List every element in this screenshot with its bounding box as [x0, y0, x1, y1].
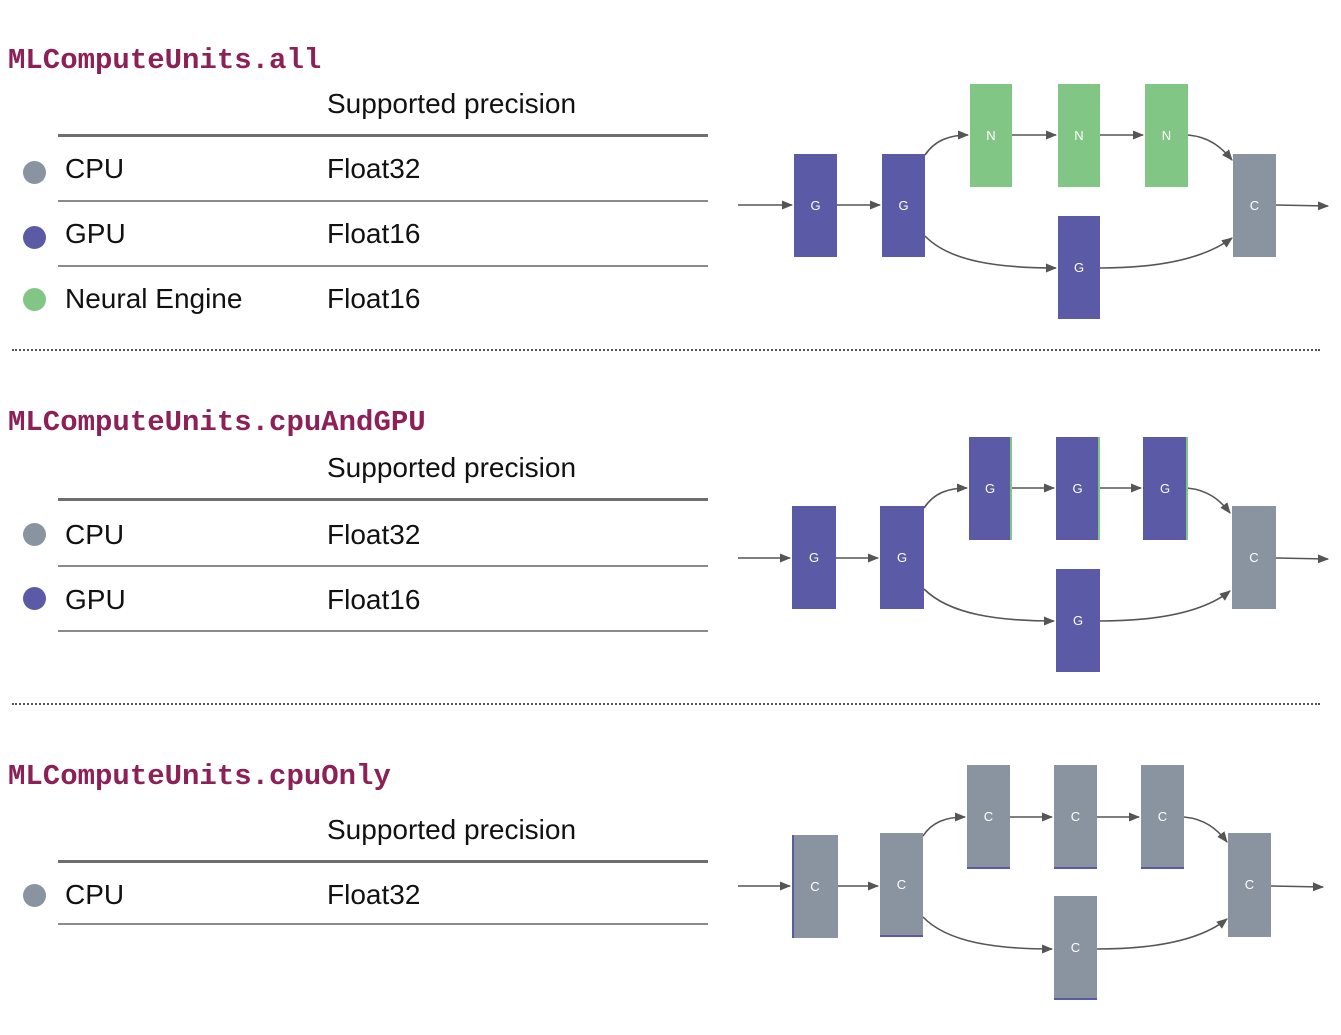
graph-node-bottom: G	[1056, 569, 1100, 672]
unit-label: CPU	[65, 879, 125, 910]
svg-text:G: G	[985, 481, 995, 496]
graph-node-top3: N	[1145, 84, 1188, 187]
unit-label: Neural Engine	[65, 283, 243, 314]
graph-node-in1: C	[792, 835, 838, 938]
cpu-dot-icon	[23, 161, 46, 184]
graph-node-top1: C	[967, 765, 1010, 869]
svg-text:C: C	[1249, 550, 1258, 565]
svg-text:C: C	[897, 877, 906, 892]
svg-text:C: C	[1245, 877, 1254, 892]
unit-label: CPU	[65, 153, 125, 184]
table-row: CPU Float32	[0, 150, 708, 190]
precision-value: Float16	[327, 218, 421, 249]
precision-header: Supported precision	[327, 88, 577, 119]
gpu-dot-icon	[23, 226, 46, 249]
precision-header: Supported precision	[327, 814, 577, 845]
svg-text:G: G	[1072, 481, 1082, 496]
svg-text:C: C	[984, 809, 993, 824]
graph-node-top1: G	[969, 437, 1012, 540]
svg-text:G: G	[810, 198, 820, 213]
graph-node-in1: G	[794, 154, 837, 257]
graph-node-top3: C	[1141, 765, 1184, 869]
svg-text:N: N	[1162, 128, 1171, 143]
row-divider	[58, 265, 708, 267]
cpu-dot-icon	[23, 884, 46, 907]
row-divider	[58, 630, 708, 632]
table-header-rule	[58, 860, 708, 863]
graph-node-top2: N	[1058, 84, 1100, 187]
table-header-rule	[58, 498, 708, 501]
table-row: CPU Float32	[0, 875, 708, 915]
graph-node-top1: N	[970, 84, 1012, 187]
table-row: GPU Float16	[0, 580, 708, 620]
section-divider	[12, 703, 1320, 705]
svg-text:G: G	[809, 550, 819, 565]
precision-value: Float32	[327, 519, 421, 550]
section-title: MLComputeUnits.all	[8, 44, 322, 77]
precision-value: Float32	[327, 153, 421, 184]
precision-value: Float16	[327, 283, 421, 314]
svg-text:C: C	[1071, 940, 1080, 955]
graph-node-in1: G	[792, 506, 836, 609]
graph-node-top2: G	[1056, 437, 1100, 540]
unit-label: CPU	[65, 519, 125, 550]
table-row: GPU Float16	[0, 215, 708, 255]
svg-text:C: C	[810, 879, 819, 894]
svg-text:C: C	[1250, 198, 1259, 213]
section-title: MLComputeUnits.cpuAndGPU	[8, 406, 426, 439]
graph-edges	[738, 483, 1330, 626]
svg-text:C: C	[1158, 809, 1167, 824]
svg-text:G: G	[1074, 260, 1084, 275]
row-divider	[58, 200, 708, 202]
svg-text:N: N	[986, 128, 995, 143]
table-row: Neural Engine Float16	[0, 280, 708, 320]
precision-header: Supported precision	[327, 452, 577, 483]
precision-value: Float32	[327, 879, 421, 910]
svg-text:N: N	[1074, 128, 1083, 143]
table-header-rule	[58, 134, 708, 137]
graph-node-bottom: C	[1054, 896, 1097, 1000]
precision-value: Float16	[327, 584, 421, 615]
unit-label: GPU	[65, 218, 126, 249]
section-cpu-and-gpu: MLComputeUnits.cpuAndGPU Supported preci…	[0, 406, 1330, 672]
cpu-dot-icon	[23, 523, 46, 546]
compute-graph-all: G G N N N G C	[738, 84, 1330, 319]
graph-edges	[738, 130, 1330, 273]
section-title: MLComputeUnits.cpuOnly	[8, 760, 391, 793]
svg-text:G: G	[1073, 613, 1083, 628]
table-row: CPU Float32	[0, 515, 708, 555]
graph-node-out: C	[1228, 833, 1271, 937]
svg-text:C: C	[1071, 809, 1080, 824]
row-divider	[58, 923, 708, 925]
compute-graph-cpu-and-gpu: G G G G G G C	[738, 437, 1330, 672]
svg-text:G: G	[897, 550, 907, 565]
gpu-dot-icon	[23, 587, 46, 610]
graph-edges	[738, 812, 1325, 954]
graph-node-bottom: G	[1058, 216, 1100, 319]
graph-node-in2: C	[880, 833, 923, 937]
neural-engine-dot-icon	[23, 288, 46, 311]
graph-node-top3: G	[1143, 437, 1188, 540]
row-divider	[58, 565, 708, 567]
svg-text:G: G	[1160, 481, 1170, 496]
unit-label: GPU	[65, 584, 126, 615]
section-divider	[12, 349, 1320, 351]
graph-node-in2: G	[882, 154, 925, 257]
svg-text:G: G	[898, 198, 908, 213]
graph-node-out: C	[1233, 154, 1276, 257]
graph-node-in2: G	[880, 506, 924, 609]
graph-node-top2: C	[1054, 765, 1097, 869]
section-all: MLComputeUnits.all Supported precision C…	[0, 0, 1341, 350]
graph-node-out: C	[1232, 506, 1276, 609]
